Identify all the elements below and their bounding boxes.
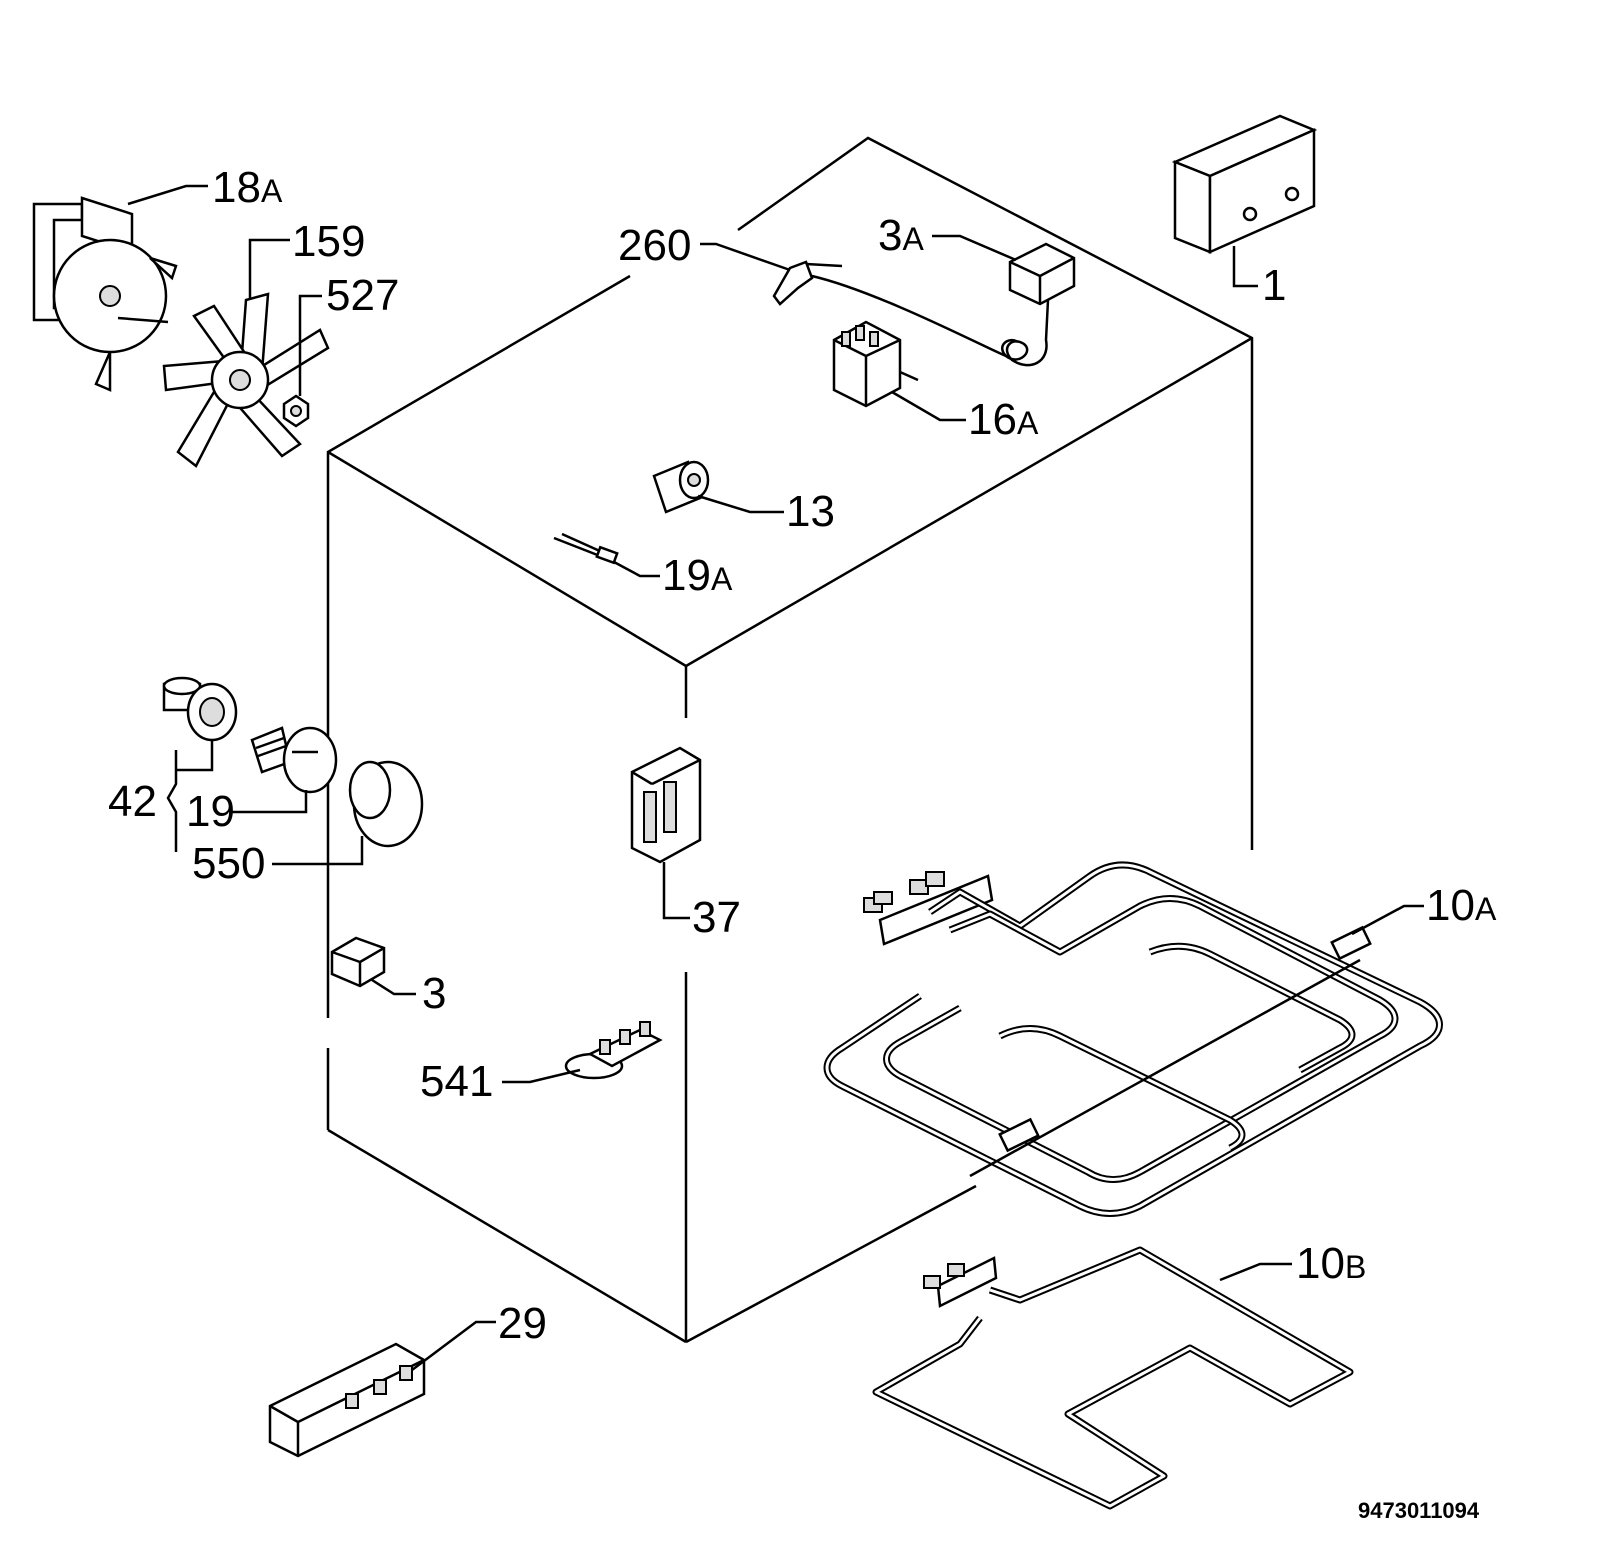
- label-29: 29: [498, 1299, 547, 1348]
- timer-module-part: [1171, 114, 1318, 254]
- lamp-holder-part: [162, 676, 238, 742]
- label-3: 3: [422, 969, 446, 1018]
- leader-16a: [891, 390, 966, 422]
- leader-19a: [613, 560, 660, 578]
- thermal-fuse-part: [553, 532, 619, 565]
- label-550: 550: [192, 839, 265, 888]
- door-switch-part: [630, 746, 702, 864]
- small-switch-part: [330, 936, 386, 988]
- leader-3a: [932, 234, 1017, 262]
- leader-1: [1232, 246, 1258, 288]
- sensor-probe-part: [772, 260, 843, 306]
- fan-nut-part: [282, 394, 310, 428]
- label-1: 1: [1262, 261, 1286, 310]
- signal-lamp-part: [652, 460, 710, 514]
- leader-10a: [1351, 904, 1424, 936]
- label-10a: 10A: [1426, 881, 1497, 930]
- oven-cavity-outline: [326, 136, 1254, 1344]
- label-260: 260: [618, 221, 691, 270]
- leader-260: [700, 242, 791, 272]
- label-19a: 19A: [662, 551, 733, 600]
- leader-29: [411, 1320, 496, 1371]
- label-18a: 18A: [212, 163, 283, 212]
- label-16a: 16A: [968, 395, 1039, 444]
- leader-159: [248, 238, 290, 300]
- leader-10b: [1219, 1262, 1292, 1282]
- label-541: 541: [420, 1057, 493, 1106]
- label-13: 13: [786, 487, 835, 536]
- leader-37: [662, 862, 690, 920]
- fan-blade-part: [162, 292, 330, 468]
- label-10b: 10B: [1296, 1239, 1366, 1288]
- selector-switch-part: [832, 320, 919, 408]
- lamp-group-bracket: [166, 740, 364, 866]
- leader-18a: [127, 184, 208, 206]
- leader-527: [298, 294, 322, 396]
- grill-element-part: [823, 861, 1443, 1217]
- oven-lamp-part: [250, 726, 338, 794]
- label-19: 19: [186, 787, 235, 836]
- label-527: 527: [326, 271, 399, 320]
- leader-541: [502, 1068, 581, 1084]
- lamp-cover-part: [348, 760, 424, 848]
- label-42: 42: [108, 777, 157, 826]
- leader-3: [371, 978, 416, 996]
- fan-motor-part: [32, 196, 178, 392]
- diagram-part-code: 9473011094: [1358, 1498, 1480, 1523]
- bottom-element-part: [872, 1246, 1354, 1510]
- terminal-block-part: [564, 1021, 663, 1080]
- label-37: 37: [692, 893, 741, 942]
- thermostat-part: [811, 242, 1076, 367]
- leader-13: [697, 494, 784, 514]
- label-3a: 3A: [878, 211, 924, 260]
- spark-generator-part: [268, 1342, 426, 1458]
- label-159: 159: [292, 217, 365, 266]
